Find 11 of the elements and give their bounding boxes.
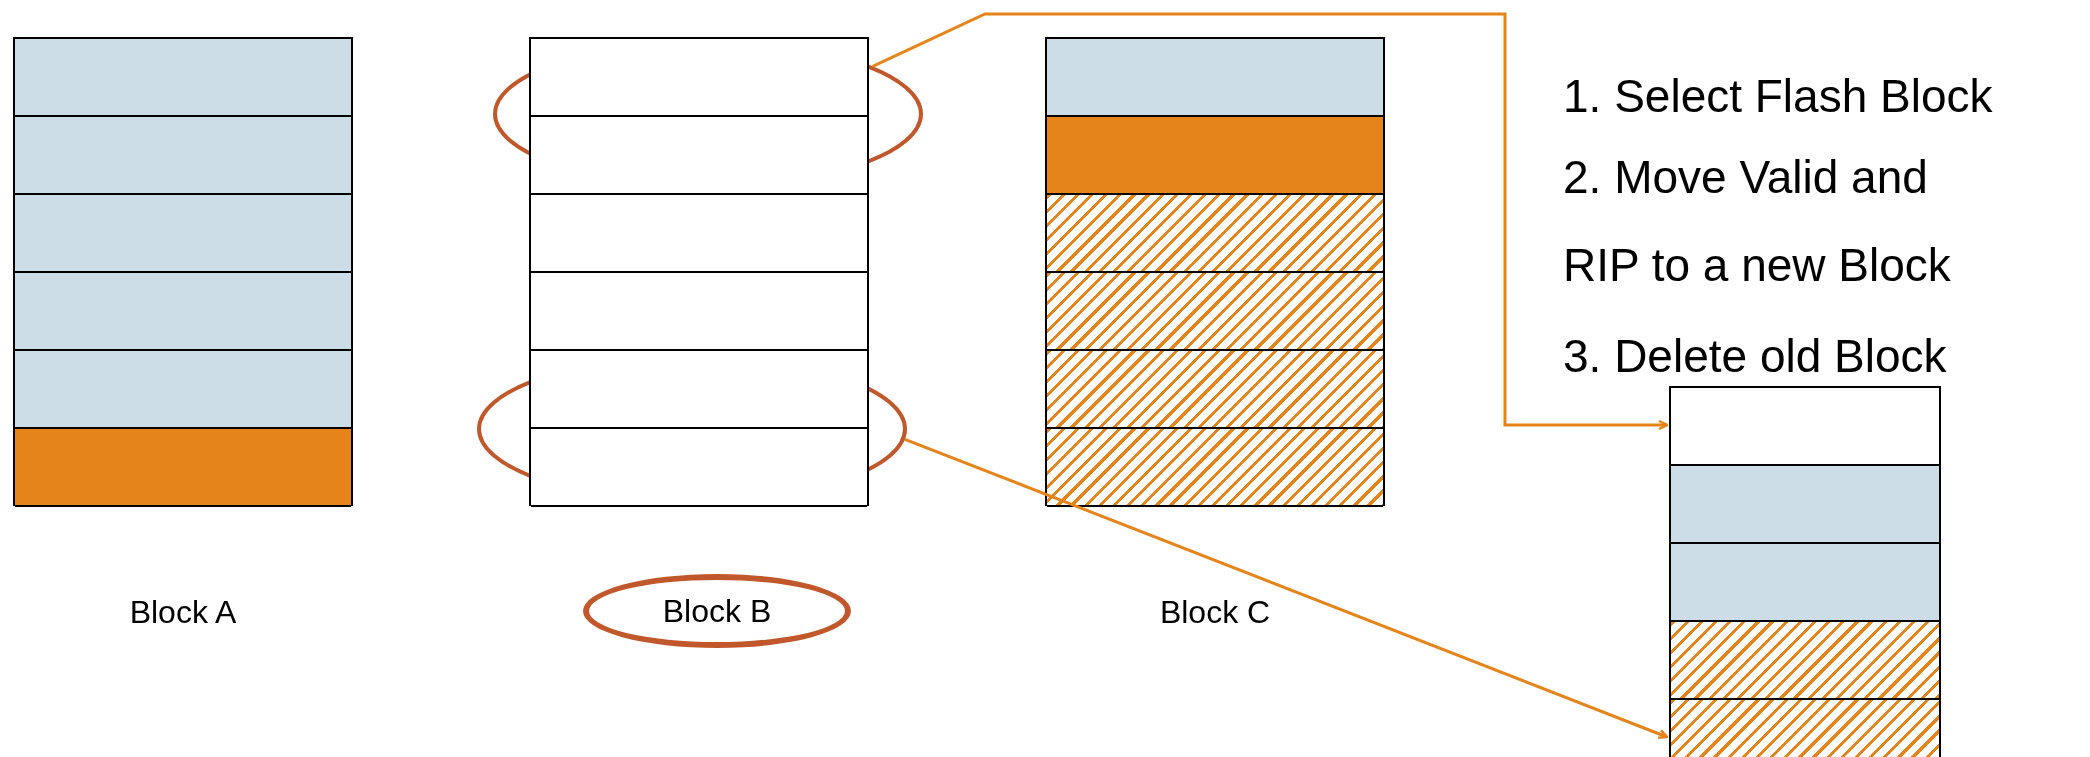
highlight-ellipse: [583, 574, 851, 648]
step-text: 2. Move Valid and RIP to a new Block: [1563, 150, 1952, 293]
flash-block: [1669, 386, 1941, 757]
block-label: Block B: [662, 592, 772, 631]
block-label: Block C: [1158, 593, 1272, 632]
step-text: 3. Delete old Block: [1563, 329, 1948, 384]
flash-block: [13, 37, 353, 506]
flash-block: [1045, 37, 1385, 506]
block-label: Block A: [128, 593, 238, 632]
arrow: [904, 437, 1669, 740]
step-text: 1. Select Flash Block: [1563, 69, 1994, 124]
